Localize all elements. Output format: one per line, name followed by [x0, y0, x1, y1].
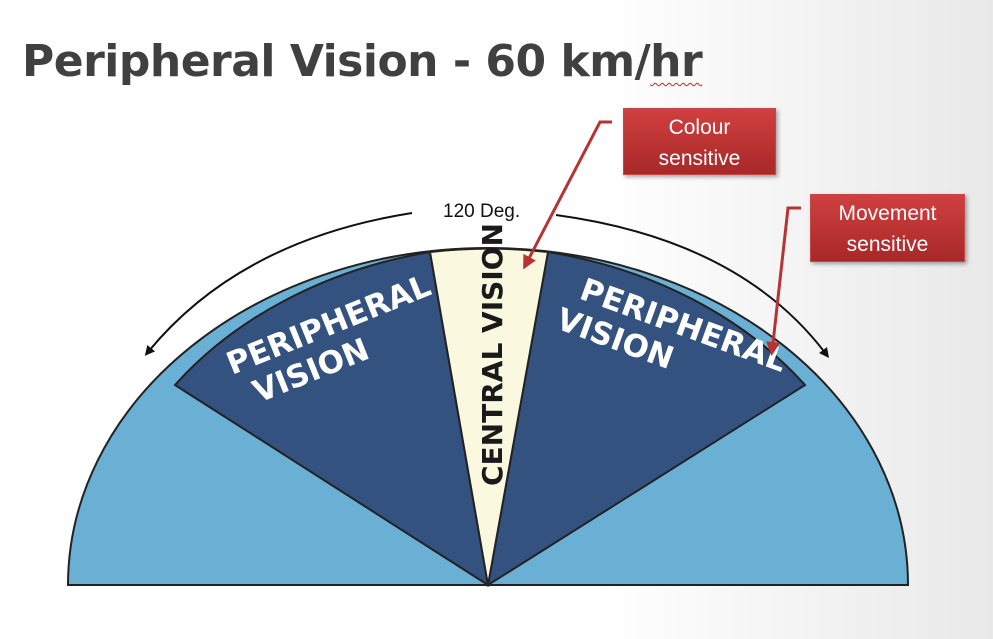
angle-arc-left [144, 212, 413, 356]
movement-sensitive-callout: Movement sensitive [810, 194, 965, 262]
title-text: Peripheral Vision - 60 km/ [22, 36, 651, 87]
title-suffix: hr [650, 36, 703, 87]
left-peripheral-zone [173, 250, 490, 588]
callout-line: Movement [838, 202, 937, 225]
angle-label: 120 Deg. [443, 201, 520, 222]
movement-connector [766, 206, 801, 356]
angle-arc-right [555, 214, 830, 358]
colour-sensitive-callout: Colour sensitive [623, 108, 776, 175]
callout-line: Colour [668, 116, 731, 139]
callout-line: sensitive [846, 233, 929, 256]
colour-connector [523, 120, 612, 270]
right-peripheral-zone [486, 250, 807, 588]
slide-title: Peripheral Vision - 60 km/hr [22, 36, 703, 87]
central-zone [428, 247, 550, 586]
callout-line: sensitive [658, 147, 741, 170]
central-label: CENTRAL VISION [476, 223, 509, 486]
